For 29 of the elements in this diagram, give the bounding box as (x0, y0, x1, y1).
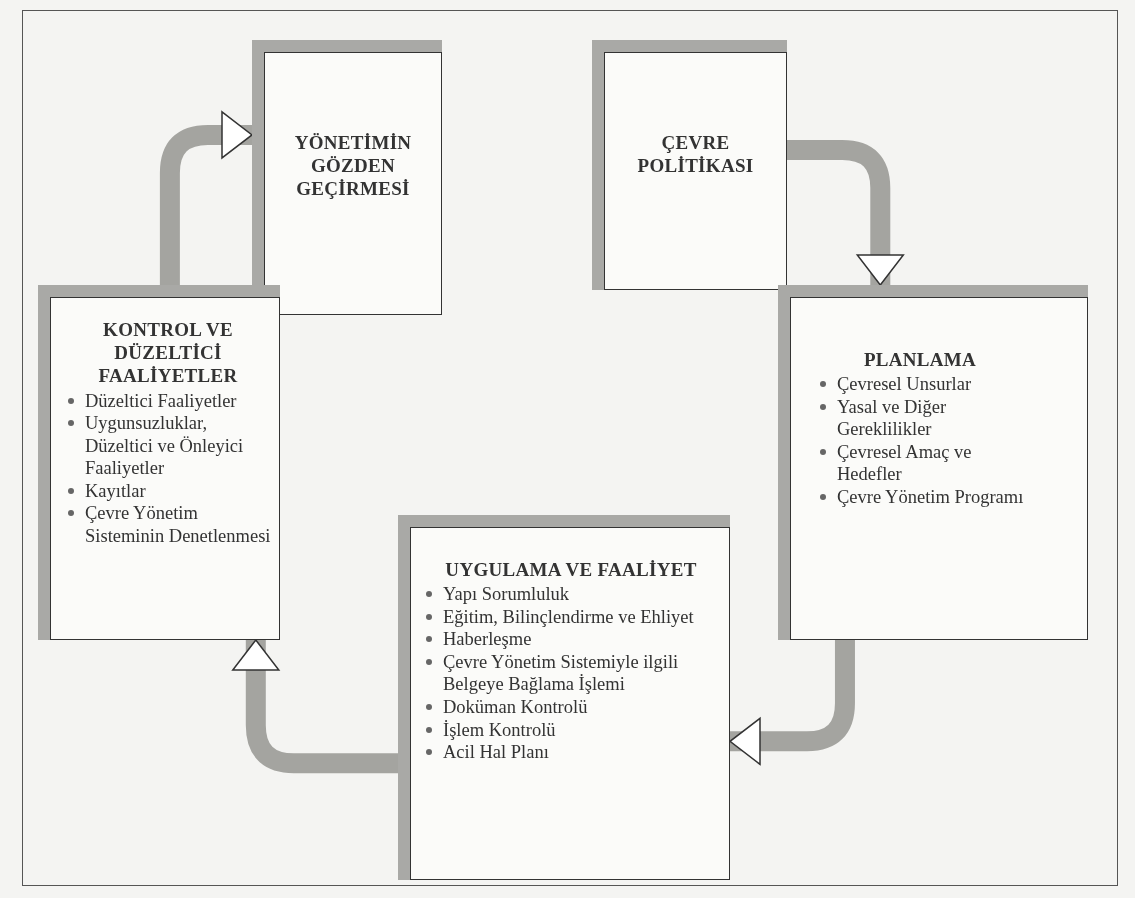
process-box (778, 285, 1088, 640)
bullet-item: Çevre Yönetim Sistemiyle ilgili Belgeye Bağlama İşlemi (419, 650, 723, 696)
bullet-item: Çevresel Amaç ve Hedefler (813, 440, 1027, 486)
bullet-item: Yapı Sorumluluk (419, 583, 723, 606)
curved-arrow (232, 639, 398, 774)
bullet-item: İşlem Kontrolü (419, 718, 723, 742)
bullet-item: Haberleşme (419, 628, 723, 651)
process-box (592, 40, 787, 290)
bullet-item: Düzeltici Faaliyetler (61, 389, 275, 413)
box-heading: ÇEVRE POLİTİKASI (636, 131, 755, 178)
bullet-item: Acil Hal Planı (419, 741, 723, 764)
curved-arrow (159, 111, 253, 285)
process-box (38, 285, 280, 640)
bullet-item: Uygunsuzluklar, Düzeltici ve Önleyici Faaliyetler (61, 412, 275, 480)
bullet-item: Çevre Yönetim Programı (813, 486, 1027, 509)
bullet-item: Eğitim, Bilinçlendirme ve Ehliyet (419, 605, 723, 629)
box-heading: YÖNETİMİN GÖZDEN GEÇİRMESİ (293, 131, 413, 201)
bullet-item: Doküman Kontrolü (419, 696, 723, 719)
bullet-item: Çevre Yönetim Sisteminin Denetlenmesi (61, 502, 275, 548)
box-heading: PLANLAMA (862, 348, 978, 372)
bullet-item: Kayıtlar (61, 479, 275, 503)
bullet-item: Çevresel Unsurlar (813, 373, 1027, 396)
process-box (398, 515, 730, 880)
box-heading: KONTROL VE DÜZELTİCİ FAALİYETLER (97, 318, 239, 388)
box-heading: UYGULAMA VE FAALİYET (444, 558, 698, 582)
bullet-item: Yasal ve Diğer Gereklilikler (813, 395, 1027, 441)
process-box (252, 40, 442, 315)
curved-arrow (729, 640, 855, 766)
curved-arrow (787, 140, 905, 286)
